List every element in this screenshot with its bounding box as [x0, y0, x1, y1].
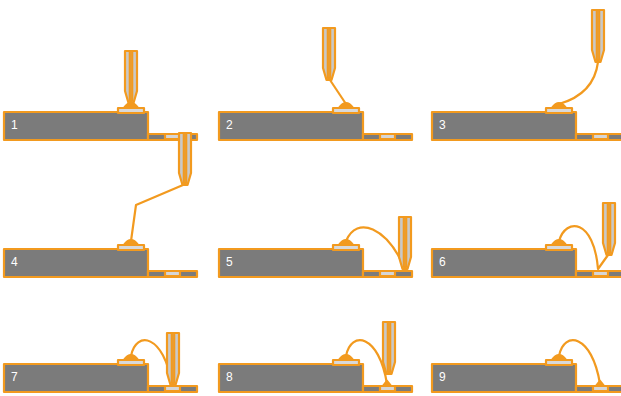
step-number: 2	[226, 118, 233, 132]
step-number: 7	[11, 370, 18, 384]
step-number: 1	[11, 118, 18, 132]
step-number: 8	[226, 370, 233, 384]
step-number: 3	[439, 118, 446, 132]
step-number: 4	[11, 255, 18, 269]
step-number: 6	[439, 255, 446, 269]
step-number: 9	[439, 370, 446, 384]
step-number: 5	[226, 255, 233, 269]
